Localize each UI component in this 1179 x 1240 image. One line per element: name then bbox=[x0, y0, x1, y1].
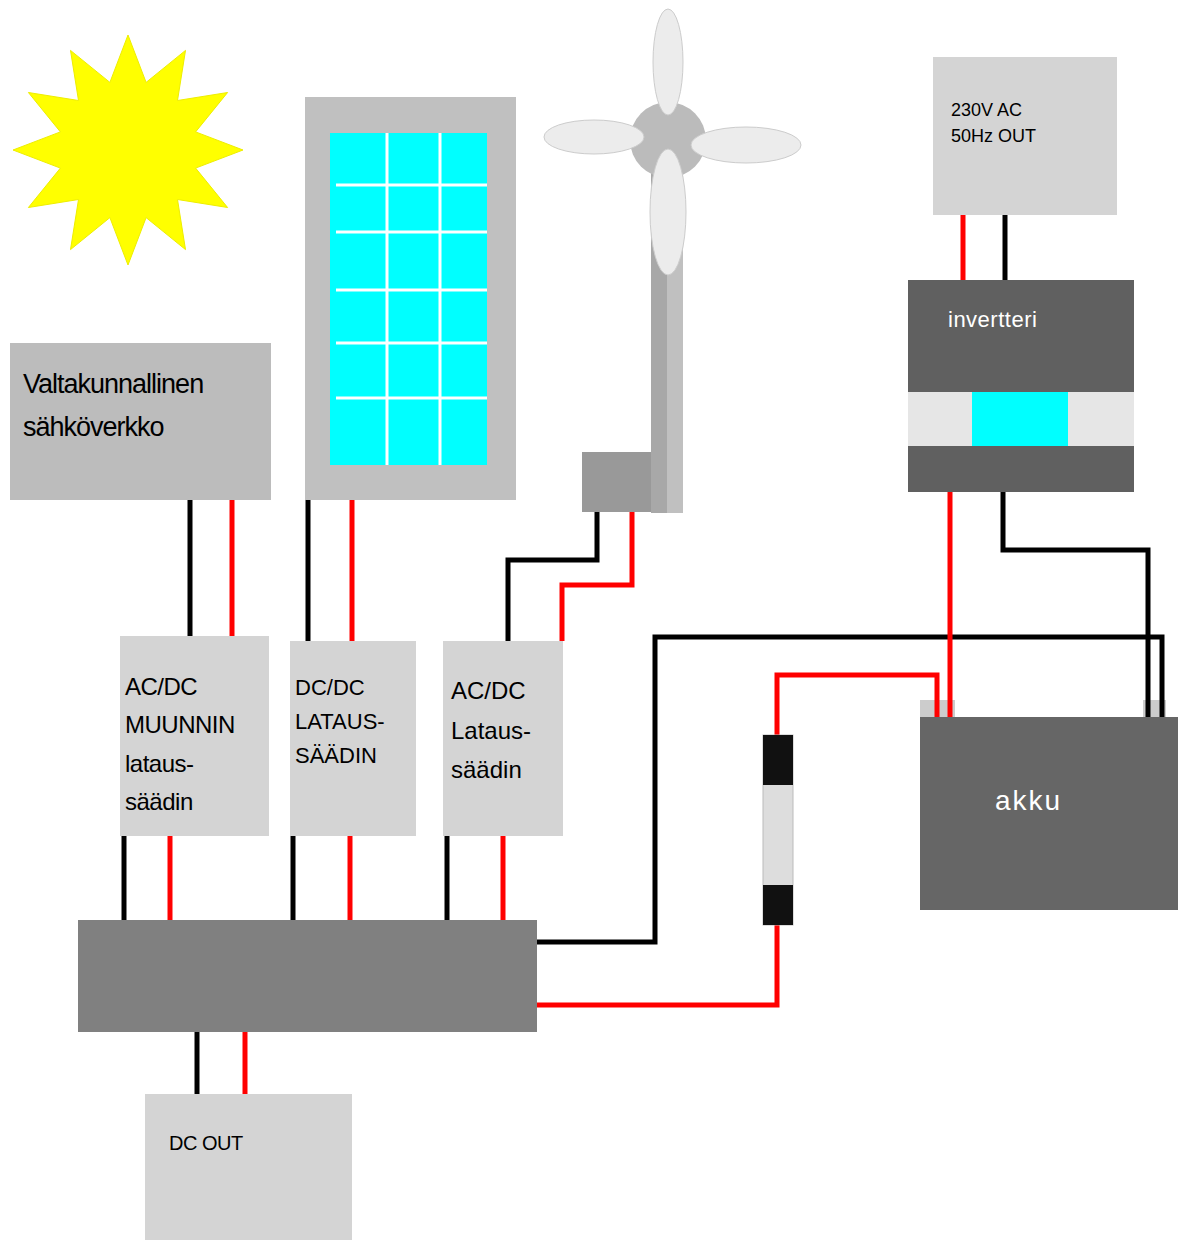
charge-controller-box: AC/DC Lataus- säädin bbox=[443, 641, 563, 836]
solar-grid-line bbox=[386, 133, 389, 465]
turbine-blade bbox=[650, 149, 686, 275]
black-wire bbox=[1003, 215, 1008, 280]
dc-output-box: DC OUT bbox=[145, 1094, 352, 1240]
sun-star bbox=[13, 35, 243, 265]
battery-box: akku bbox=[920, 717, 1178, 910]
node-label: Valtakunnallinen sähköverkko bbox=[23, 363, 258, 449]
black-wire bbox=[1003, 492, 1148, 717]
red-wire bbox=[501, 836, 506, 920]
red-wire bbox=[562, 512, 632, 641]
node-label: DC/DC LATAUS- SÄÄDIN bbox=[295, 671, 411, 773]
fuse-cap bbox=[763, 735, 793, 785]
red-wire bbox=[348, 836, 353, 920]
node-label: AC/DC MUUNNIN lataus- säädin bbox=[125, 668, 264, 822]
red-wire bbox=[948, 492, 953, 717]
solar-frame bbox=[305, 97, 516, 500]
red-wire bbox=[168, 836, 173, 920]
solar-grid-line bbox=[336, 231, 487, 234]
solar-grid-line bbox=[336, 342, 487, 345]
solar-grid-line bbox=[336, 289, 487, 292]
red-wire bbox=[537, 925, 777, 1005]
node-label: 230V AC 50Hz OUT bbox=[951, 97, 1061, 149]
solar-grid-line bbox=[336, 184, 487, 187]
turbine-generator bbox=[582, 452, 651, 512]
wires bbox=[124, 500, 1162, 1094]
black-wire bbox=[291, 836, 296, 920]
fuse-body bbox=[763, 735, 793, 925]
red-wire bbox=[961, 215, 966, 280]
distribution-bus bbox=[78, 920, 537, 1032]
node-label: AC/DC Lataus- säädin bbox=[451, 671, 555, 790]
fuse-cap bbox=[763, 885, 793, 925]
solar-cells bbox=[330, 133, 487, 465]
black-wire bbox=[445, 836, 450, 920]
output-box: 230V AC 50Hz OUT bbox=[933, 57, 1117, 215]
black-wire bbox=[122, 836, 127, 920]
black-wire bbox=[195, 1032, 200, 1094]
solar-grid-line bbox=[439, 133, 442, 465]
black-wire bbox=[188, 500, 193, 636]
solar-grid-line bbox=[336, 397, 487, 400]
black-wire bbox=[306, 500, 311, 641]
charge-controller-box: DC/DC LATAUS- SÄÄDIN bbox=[290, 641, 416, 836]
red-wire bbox=[777, 675, 937, 735]
node-label: DC OUT bbox=[169, 1130, 328, 1156]
grid-box: Valtakunnallinen sähköverkko bbox=[10, 343, 271, 500]
inverter-panel bbox=[972, 392, 1068, 446]
turbine-blade bbox=[653, 9, 683, 115]
node-label: akku bbox=[995, 783, 1103, 819]
red-wire bbox=[230, 500, 235, 636]
converter-box: AC/DC MUUNNIN lataus- säädin bbox=[120, 636, 269, 836]
red-wire bbox=[350, 500, 355, 641]
inverter-box: invertteri bbox=[908, 280, 1134, 492]
turbine-blade bbox=[691, 127, 801, 163]
turbine-blade bbox=[544, 120, 644, 154]
solar-grid bbox=[336, 133, 487, 465]
node-label: invertteri bbox=[948, 306, 1094, 335]
black-wire bbox=[508, 512, 597, 641]
red-wire bbox=[243, 1032, 248, 1094]
